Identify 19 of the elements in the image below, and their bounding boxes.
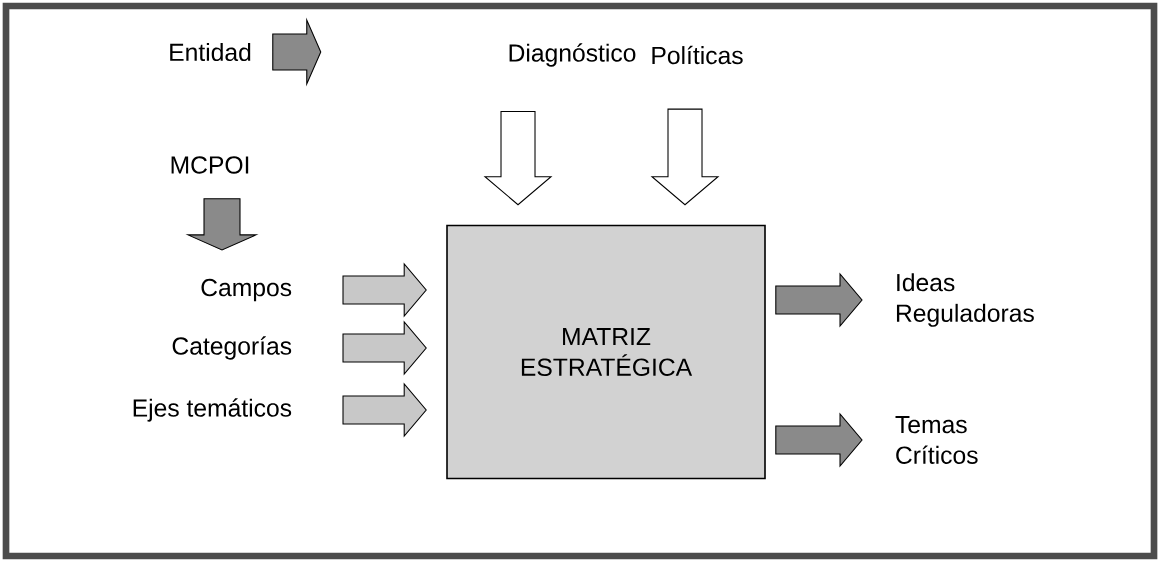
block-arrow [650,108,720,206]
node-label: Diagnóstico [509,43,636,67]
block-arrow [185,198,259,251]
node-label: Entidad [170,42,251,62]
node-label: Políticas [652,45,743,65]
node-label: Campos [201,278,292,302]
node-label: Ejes temáticos [133,398,292,422]
block-arrow [272,17,322,87]
matrix-box: MATRIZ ESTRATÉGICA [446,224,766,480]
node-label: Categorías [172,336,292,360]
node-label: MCPOI [171,156,249,174]
node-label: Ideas Reguladoras [896,273,1034,327]
block-arrow [342,262,427,318]
node-label: Temas Críticos [895,416,978,464]
block-arrow [342,382,427,438]
block-arrow [775,412,863,468]
block-arrow [483,111,553,206]
block-arrow [342,320,427,376]
block-arrow [775,272,863,328]
